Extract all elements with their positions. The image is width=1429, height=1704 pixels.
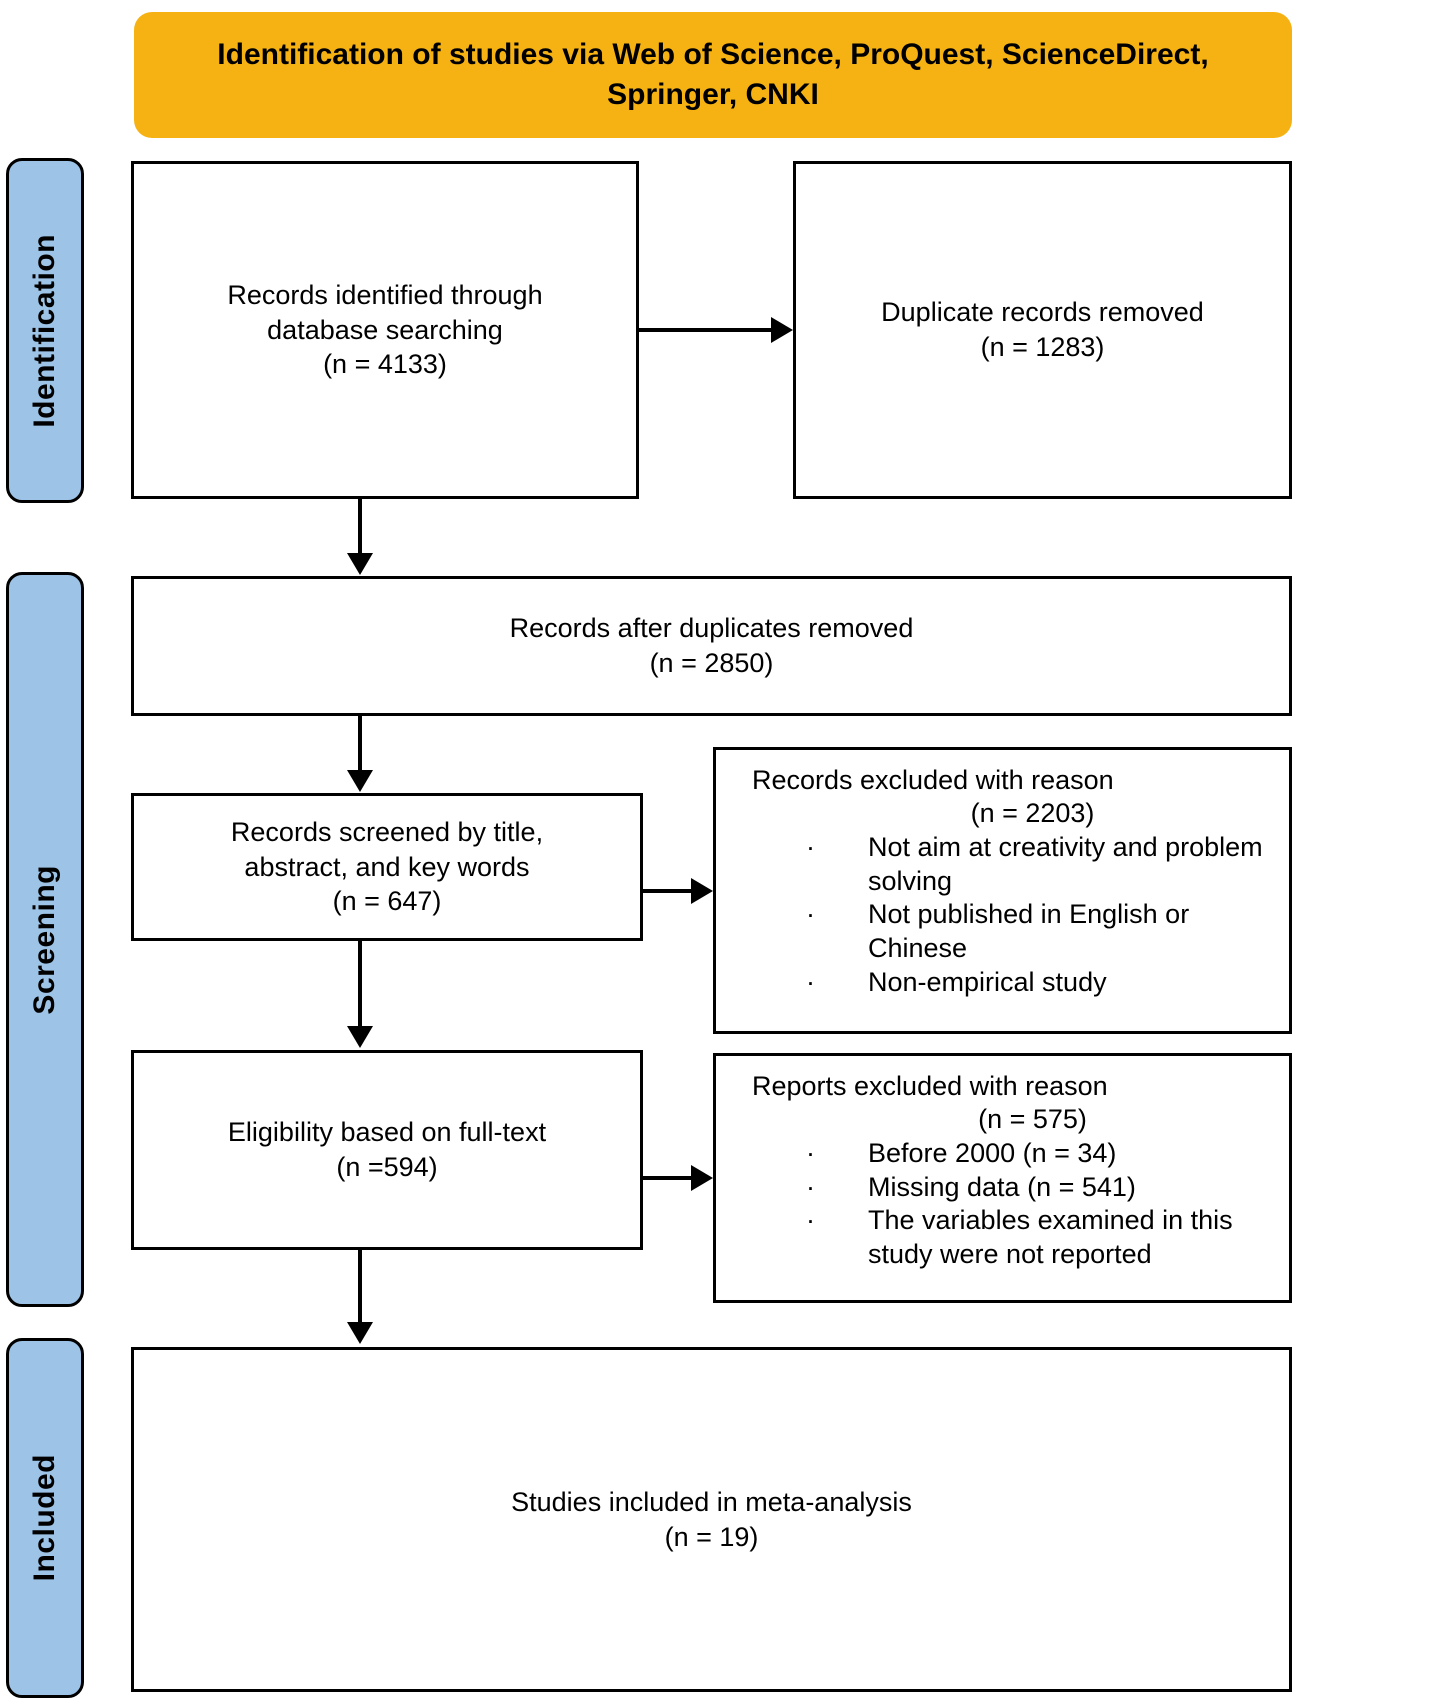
stage-label-identification-text: Identification — [28, 233, 61, 428]
node-reports-excluded-title: Reports excluded with reason — [752, 1071, 1108, 1101]
list-item: · The variables examined in this study we… — [732, 1204, 1273, 1272]
bullet-icon: · — [806, 831, 815, 862]
list-item-text: The variables examined in this study wer… — [868, 1205, 1233, 1270]
list-item: · Not aim at creativity and problem solvi… — [732, 831, 1273, 899]
edge-identified-to-duplicates-line — [639, 328, 771, 332]
header-title: Identification of studies via Web of Sci… — [217, 37, 1209, 112]
bullet-icon: · — [806, 1137, 815, 1168]
node-eligibility-full-text-line1: Eligibility based on full-text — [227, 1117, 547, 1148]
node-eligibility-full-text: Eligibility based on full-text (n =594) — [131, 1050, 643, 1250]
stage-label-included: Included — [6, 1338, 84, 1698]
node-duplicate-records-removed: Duplicate records removed (n = 1283) — [793, 161, 1292, 499]
node-duplicate-records-removed-count: (n = 1283) — [980, 332, 1105, 362]
list-item-text: Non-empirical study — [868, 966, 1107, 997]
node-records-screened-line2: abstract, and key words — [244, 851, 530, 882]
bullet-icon: · — [806, 899, 815, 930]
list-item: · Not published in English or Chinese — [732, 898, 1273, 966]
node-records-excluded-count: (n = 2203) — [970, 797, 1095, 828]
edge-eligibility-to-reports-excluded-arrow — [691, 1165, 713, 1191]
node-records-after-duplicates-removed-count: (n = 2850) — [649, 648, 774, 678]
node-records-excluded-with-reason: Records excluded with reason (n = 2203) … — [713, 747, 1292, 1034]
list-item: · Non-empirical study — [732, 966, 1273, 1000]
list-item: · Before 2000 (n = 34) — [732, 1137, 1273, 1171]
edge-identified-to-duplicates-arrow — [771, 317, 793, 343]
node-eligibility-full-text-count: (n =594) — [336, 1152, 438, 1182]
list-item-text: Not aim at creativity and problem solvin… — [868, 831, 1263, 896]
list-item: · Missing data (n = 541) — [732, 1171, 1273, 1205]
list-item-text: Missing data (n = 541) — [868, 1171, 1136, 1202]
node-records-screened-count: (n = 647) — [332, 886, 442, 917]
list-item-text: Before 2000 (n = 34) — [868, 1137, 1117, 1168]
edge-identified-to-afterdup-line — [358, 499, 362, 555]
edge-identified-to-afterdup-arrow — [347, 553, 373, 575]
node-records-identified: Records identified through database sear… — [131, 161, 639, 499]
edge-screened-to-eligibility-line — [358, 941, 362, 1027]
node-records-excluded-title: Records excluded with reason — [752, 765, 1114, 795]
node-reports-excluded-with-reason: Reports excluded with reason (n = 575) ·… — [713, 1053, 1292, 1303]
stage-label-screening: Screening — [6, 572, 84, 1307]
bullet-icon: · — [806, 966, 815, 997]
edge-screened-to-records-excluded-arrow — [691, 878, 713, 904]
edge-screened-to-records-excluded-line — [643, 889, 691, 893]
node-records-identified-count: (n = 4133) — [323, 349, 447, 380]
node-studies-included-line1: Studies included in meta-analysis — [511, 1486, 912, 1517]
node-records-identified-line1: Records identified through — [227, 280, 543, 311]
node-records-screened-line1: Records screened by title, — [230, 817, 544, 848]
stage-label-identification: Identification — [6, 158, 84, 503]
list-item-text: Not published in English or Chinese — [868, 899, 1190, 964]
node-studies-included-count: (n = 19) — [664, 1521, 759, 1552]
stage-label-included-text: Included — [28, 1454, 61, 1582]
node-reports-excluded-count: (n = 575) — [978, 1103, 1087, 1134]
bullet-icon: · — [806, 1205, 815, 1236]
edge-afterdup-to-screened-line — [358, 716, 362, 771]
edge-eligibility-to-reports-excluded-line — [643, 1176, 691, 1180]
node-duplicate-records-removed-line1: Duplicate records removed — [881, 297, 1204, 328]
node-reports-excluded-reason-list: · Before 2000 (n = 34) · Missing data (n =… — [732, 1137, 1273, 1272]
edge-eligibility-to-included-arrow — [347, 1322, 373, 1344]
node-studies-included: Studies included in meta-analysis (n = 1… — [131, 1347, 1292, 1692]
node-records-screened: Records screened by title, abstract, and… — [131, 793, 643, 941]
stage-label-screening-text: Screening — [28, 864, 61, 1015]
node-records-excluded-reason-list: · Not aim at creativity and problem solvi… — [732, 831, 1273, 1000]
bullet-icon: · — [806, 1171, 815, 1202]
node-records-after-duplicates-removed: Records after duplicates removed (n = 28… — [131, 576, 1292, 716]
diagram-header-banner: Identification of studies via Web of Sci… — [134, 12, 1292, 138]
edge-afterdup-to-screened-arrow — [347, 770, 373, 792]
node-records-after-duplicates-removed-line1: Records after duplicates removed — [509, 613, 914, 644]
edge-screened-to-eligibility-arrow — [347, 1026, 373, 1048]
edge-eligibility-to-included-line — [358, 1250, 362, 1323]
node-records-identified-line2: database searching — [267, 314, 503, 345]
